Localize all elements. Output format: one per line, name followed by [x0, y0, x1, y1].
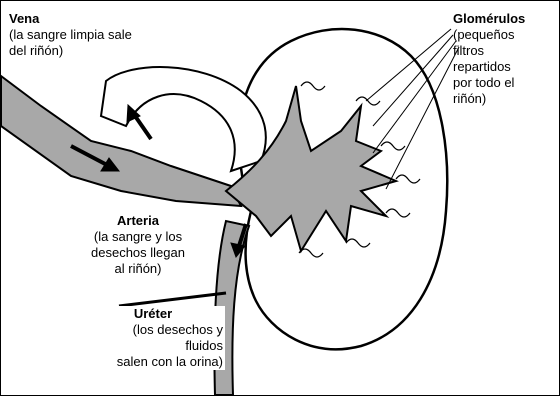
ureter-description: (los desechos y fluidos salen con la ori… [83, 322, 223, 370]
vena-label: Vena (la sangre limpia sale del riñón) [9, 11, 199, 59]
glomerulos-title: Glomérulos [453, 11, 558, 27]
vena-description: (la sangre limpia sale del riñón) [9, 27, 199, 59]
ureter-title: Uréter [83, 306, 223, 322]
glomerulos-description: (pequeños filtros repartidos por todo el… [453, 27, 558, 107]
ureter-pointer-line [119, 293, 226, 306]
arteria-title: Arteria [73, 213, 203, 229]
arrow-icon [127, 105, 151, 139]
ureter-label: Uréter (los desechos y fluidos salen con… [81, 306, 225, 370]
arteria-description: (la sangre y los desechos llegan al riñó… [73, 229, 203, 277]
glomerulos-label: Glomérulos (pequeños filtros repartidos … [453, 11, 558, 107]
arteria-label: Arteria (la sangre y los desechos llegan… [71, 213, 205, 277]
vena-title: Vena [9, 11, 199, 27]
